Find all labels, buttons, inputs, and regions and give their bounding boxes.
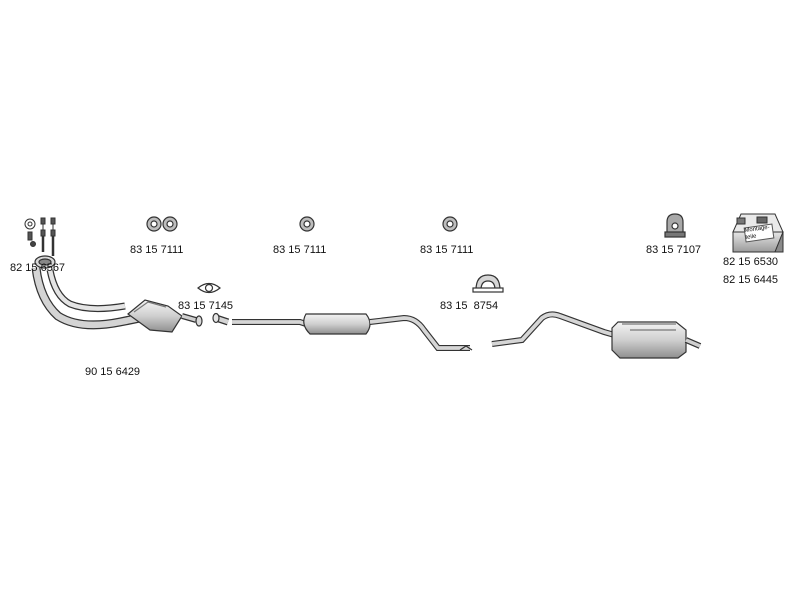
pipe-clamp-icon <box>472 274 504 293</box>
rubber-mount-icon-1 <box>146 216 178 232</box>
rubber-mount-icon-3 <box>442 216 458 232</box>
part-number-label: 82 15 6567 <box>10 262 66 274</box>
mounting-kit-box-icon <box>732 213 784 253</box>
part-number-label: 82 15 6445 <box>723 274 779 286</box>
part-number-label: 83 15 7107 <box>646 244 702 256</box>
flange-gasket-icon <box>197 282 221 294</box>
connector-tube <box>212 312 230 326</box>
rear-hanger-icon <box>664 213 686 238</box>
middle-section <box>232 313 473 351</box>
part-number-label: 83 15 7111 <box>130 244 184 256</box>
front-pipe-catalyst <box>31 255 203 333</box>
part-number-label: 83 15 7111 <box>420 244 474 256</box>
part-number-label: 90 15 6429 <box>85 366 141 378</box>
bolt-kit-icon <box>24 217 56 256</box>
rubber-mount-icon-2 <box>299 216 315 232</box>
part-number-label: 83 15 8754 <box>440 300 499 312</box>
rear-section <box>491 311 702 359</box>
part-number-label: 83 15 7145 <box>178 300 234 312</box>
part-number-label: 82 15 6530 <box>723 256 779 268</box>
part-number-label: 83 15 7111 <box>273 244 327 256</box>
